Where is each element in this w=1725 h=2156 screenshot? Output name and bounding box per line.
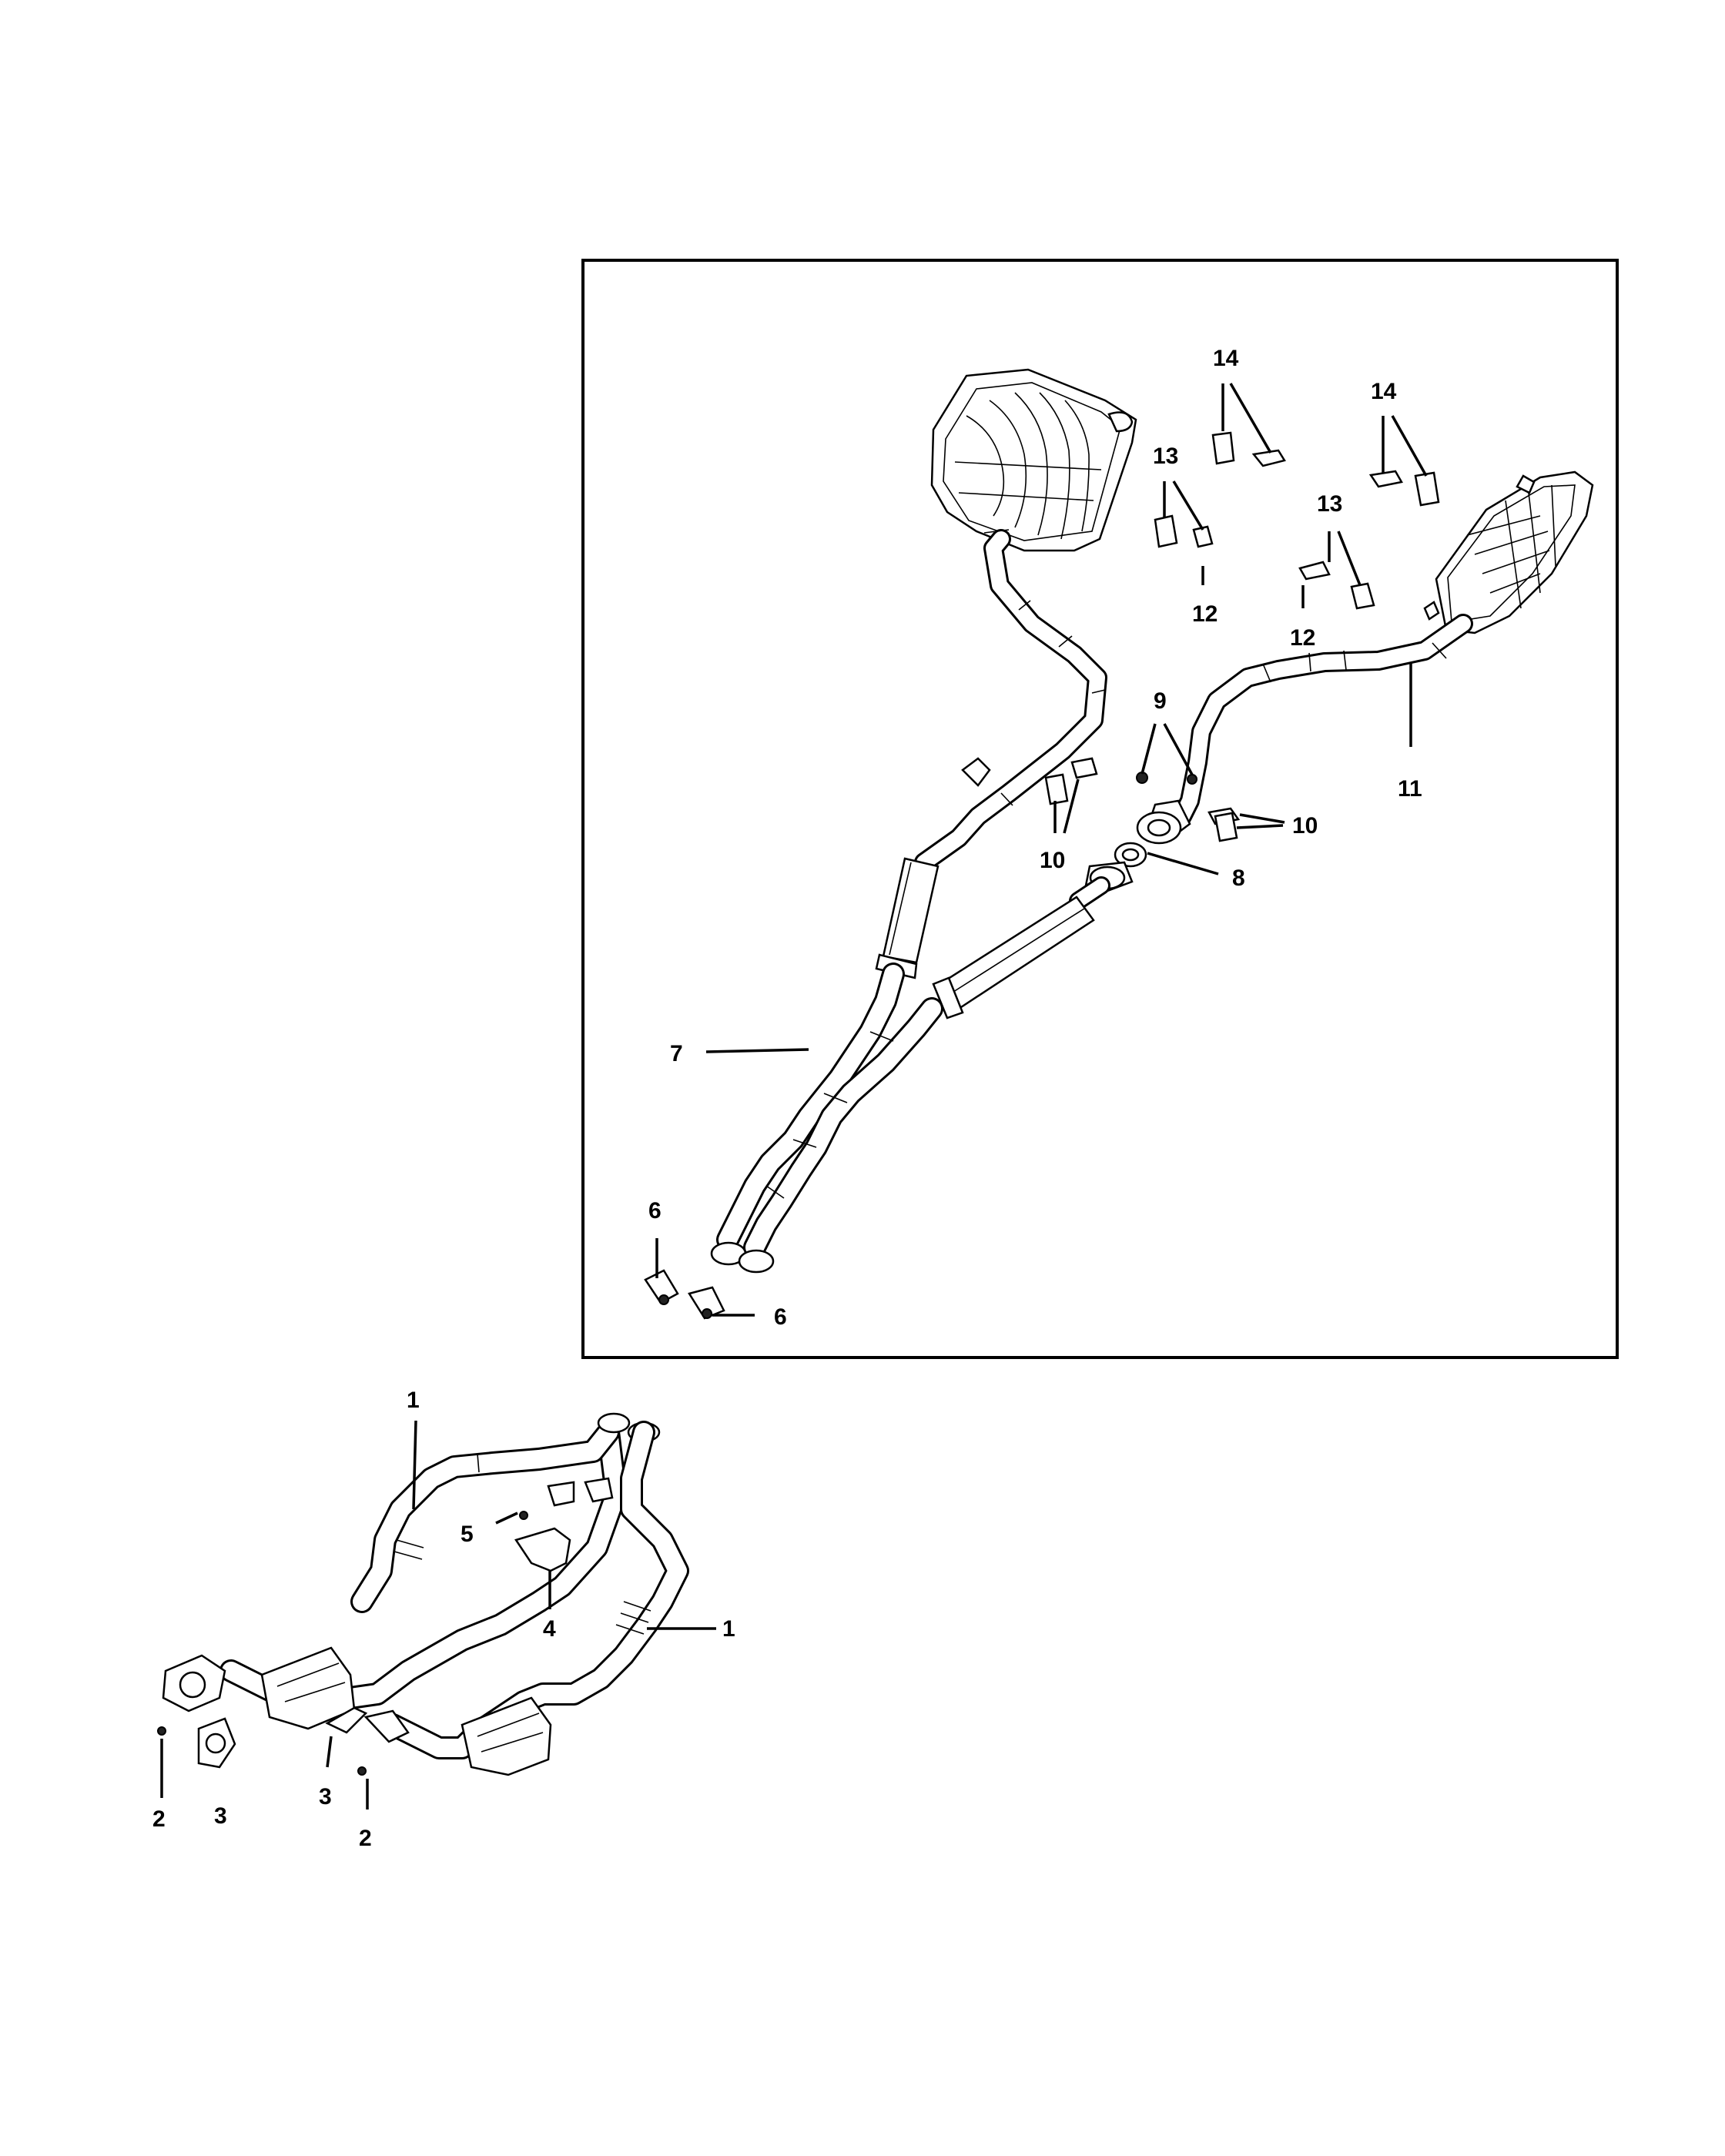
callout-14-left: 14 — [1213, 346, 1239, 371]
callout-6-top: 6 — [648, 1198, 662, 1224]
callout-9: 9 — [1154, 688, 1167, 714]
callout-12-left: 12 — [1192, 601, 1218, 627]
callout-13-right: 13 — [1317, 491, 1342, 517]
leader-lines — [160, 383, 1428, 1810]
callout-2-right: 2 — [359, 1826, 372, 1851]
callout-8: 8 — [1232, 865, 1245, 891]
callout-10-left: 10 — [1040, 848, 1065, 873]
left-intermediate-pipe — [914, 529, 1107, 872]
callout-7: 7 — [670, 1041, 683, 1066]
tip-clamps — [644, 1269, 725, 1320]
right-rear-muffler — [1435, 470, 1594, 634]
flange-joint-assembly — [1084, 799, 1191, 895]
callout-14-right: 14 — [1371, 379, 1397, 404]
callout-5: 5 — [461, 1522, 474, 1547]
front-brackets-gaskets — [157, 1511, 571, 1776]
left-rear-muffler — [930, 368, 1137, 552]
y-pipe-with-tips — [710, 962, 943, 1274]
right-resonator — [932, 876, 1110, 1019]
callout-10-right: 10 — [1292, 813, 1318, 839]
callout-1-top: 1 — [407, 1388, 420, 1413]
rear-exhaust-inset-frame — [581, 259, 1619, 1359]
front-exhaust-left-branch — [162, 1412, 661, 1730]
callout-3-right: 3 — [319, 1784, 332, 1810]
callout-13-left: 13 — [1153, 444, 1178, 469]
callout-12-right: 12 — [1290, 625, 1315, 651]
front-exhaust-right-branch — [363, 1421, 689, 1776]
callout-labels: 14 14 13 13 12 12 11 9 10 10 8 7 6 6 1 1… — [152, 346, 1422, 1851]
callout-3-left: 3 — [214, 1803, 227, 1829]
left-resonator — [875, 857, 940, 979]
callout-11: 11 — [1398, 776, 1422, 802]
callout-1-right: 1 — [722, 1616, 735, 1642]
callout-6-bottom: 6 — [774, 1304, 787, 1330]
hanger-isolators — [1044, 431, 1440, 842]
callout-2-left: 2 — [152, 1806, 166, 1832]
callout-4: 4 — [543, 1616, 556, 1642]
